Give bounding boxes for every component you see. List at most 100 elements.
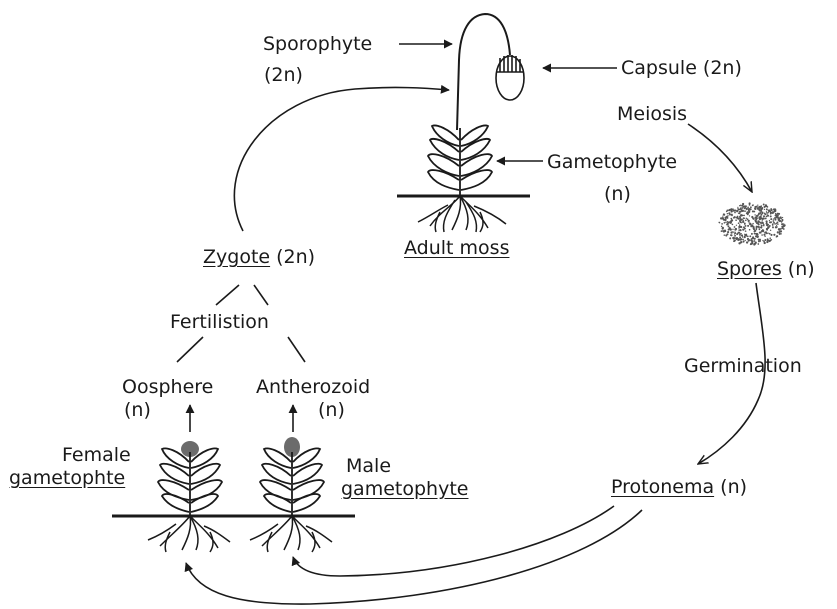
female-gametophyte-plant <box>148 441 230 552</box>
spore-dot <box>777 215 779 217</box>
spore-dot <box>738 222 740 224</box>
female-gametophyte-label-line2: gametophte <box>9 467 125 489</box>
spores-ploidy: (n) <box>788 258 815 280</box>
spore-dot <box>762 230 764 232</box>
spore-dot <box>731 211 732 212</box>
rhizoids <box>418 196 506 232</box>
spore-dot <box>740 221 742 223</box>
spore-dot <box>778 217 780 219</box>
spore-dot <box>733 217 734 218</box>
spore-dot <box>737 207 738 208</box>
spore-dot <box>773 218 774 219</box>
spore-dot <box>770 212 772 214</box>
zygote-label: Zygote <box>203 246 270 268</box>
spore-dot <box>749 235 751 237</box>
spore-dot <box>751 233 753 235</box>
oosphere-label: Oosphere <box>122 376 213 398</box>
spore-dot <box>781 221 782 222</box>
spore-dot <box>782 217 783 218</box>
spore-dot <box>766 208 768 210</box>
spore-dot <box>758 213 760 215</box>
spore-dot <box>743 241 745 243</box>
spore-dot <box>725 222 726 223</box>
spore-dot <box>766 229 768 231</box>
spore-dot <box>745 219 747 221</box>
spore-dot <box>749 210 750 211</box>
spore-dot <box>763 224 765 226</box>
spore-dot <box>776 225 777 226</box>
spore-dot <box>724 234 726 236</box>
spore-dot <box>745 234 747 236</box>
spore-dot <box>739 226 741 228</box>
spore-dot <box>760 226 762 228</box>
spore-dot <box>734 212 736 214</box>
spore-dot <box>763 234 765 236</box>
spore-dot <box>770 215 772 217</box>
spore-dot <box>741 233 742 234</box>
male-gametophyte-label-line1: Male <box>346 455 391 477</box>
spore-dot <box>770 234 772 236</box>
spore-dot <box>759 232 760 233</box>
spore-dot <box>749 204 751 206</box>
adult-moss-plant <box>397 14 530 232</box>
spore-dot <box>739 212 741 214</box>
spore-dot <box>759 229 761 231</box>
spore-dot <box>742 203 744 205</box>
spore-dot <box>740 204 741 205</box>
spore-dot <box>740 241 742 243</box>
spore-dot <box>762 240 763 241</box>
gametophyte-label: Gametophyte <box>547 151 677 173</box>
spore-dot <box>750 225 752 227</box>
spore-dot <box>758 239 760 241</box>
spore-dot <box>729 221 730 222</box>
spore-dot <box>764 239 766 241</box>
spore-dot <box>770 208 772 210</box>
spore-dot <box>743 207 744 208</box>
spore-dot <box>753 243 755 245</box>
spore-dot <box>762 219 764 221</box>
spore-dot <box>733 238 735 240</box>
spore-dot <box>748 208 750 210</box>
spore-dot <box>768 212 769 213</box>
spore-dot <box>742 236 744 238</box>
spore-dot <box>759 221 761 223</box>
spore-dot <box>732 231 733 232</box>
spore-dot <box>734 226 736 228</box>
spore-dot <box>739 211 740 212</box>
spore-dot <box>721 230 723 232</box>
spore-dot <box>735 219 737 221</box>
spore-dot <box>741 205 743 207</box>
spore-dot <box>760 211 761 212</box>
spore-dot <box>721 226 722 227</box>
spore-dot <box>775 213 776 214</box>
spore-dot <box>740 218 742 220</box>
spore-dot <box>740 214 742 216</box>
spore-dot <box>728 222 730 224</box>
spore-dot <box>744 208 745 209</box>
spore-dot <box>759 210 760 211</box>
spore-dot <box>743 220 744 221</box>
spore-dot <box>742 221 744 223</box>
spore-dot <box>755 217 757 219</box>
protonema-label-group: Protonema (n) <box>611 476 747 498</box>
spore-dot <box>750 240 752 242</box>
spore-dot <box>740 234 741 235</box>
spore-dot <box>727 217 729 219</box>
spore-dot <box>781 219 783 221</box>
spore-dot <box>779 231 781 233</box>
spore-dot <box>774 223 776 225</box>
protonema-label: Protonema <box>611 476 714 498</box>
oosphere-ploidy: (n) <box>124 399 151 421</box>
spore-dot <box>739 216 741 218</box>
spore-dot <box>756 233 758 235</box>
spore-dot <box>730 214 731 215</box>
spores-label: Spores <box>717 258 782 280</box>
spore-dot <box>764 242 766 244</box>
spore-dot <box>753 211 755 213</box>
spore-dot <box>742 228 744 230</box>
spore-dot <box>763 204 765 206</box>
spore-dot <box>764 209 765 210</box>
spore-dot <box>765 204 767 206</box>
spore-dot <box>772 226 774 228</box>
